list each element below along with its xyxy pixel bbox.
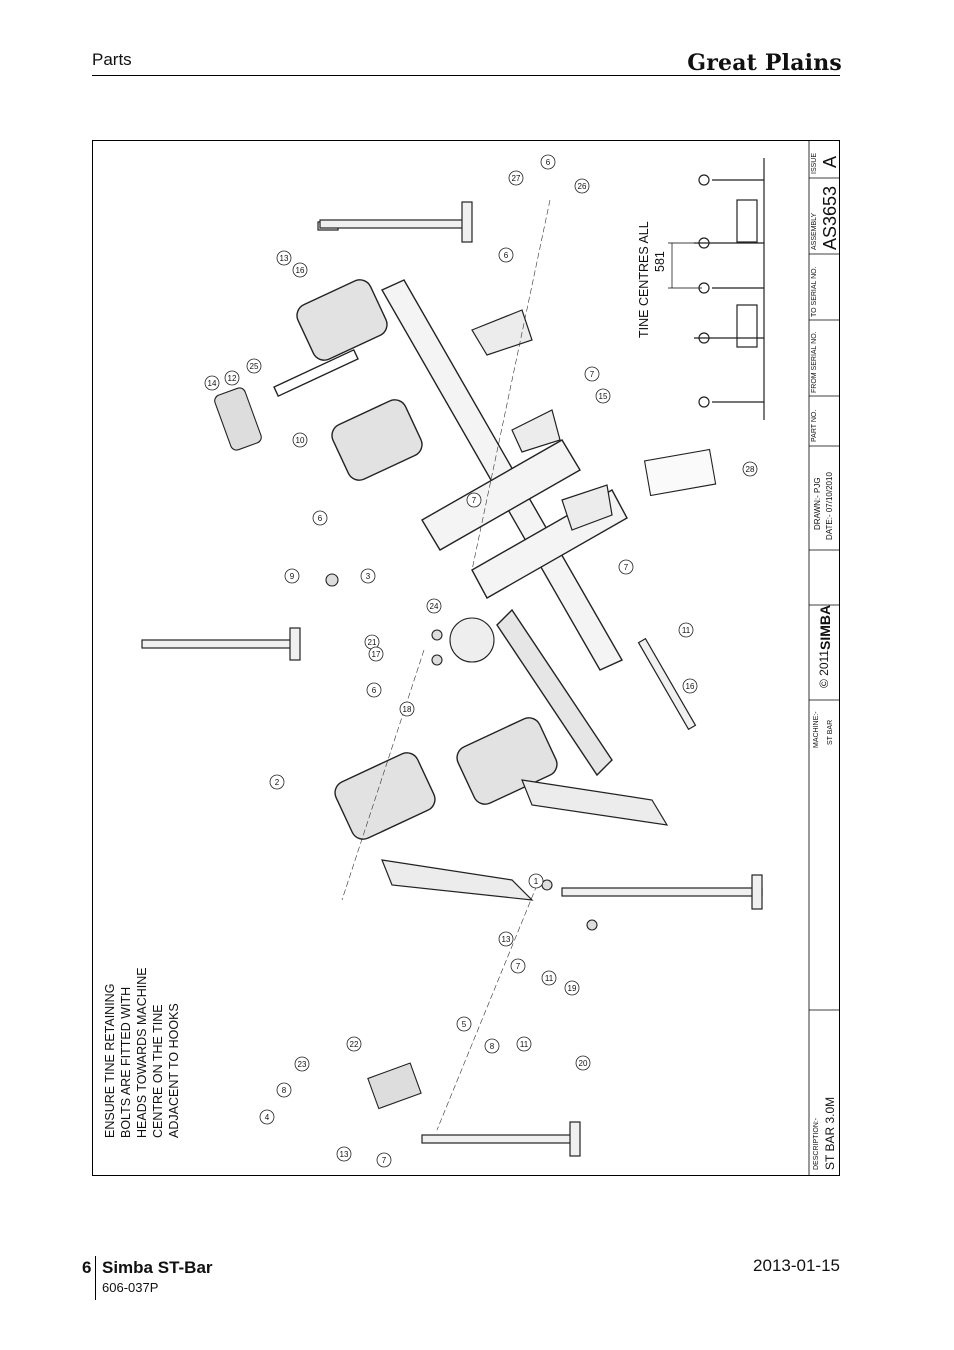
svg-text:18: 18 [403, 705, 412, 714]
svg-text:6: 6 [372, 686, 377, 695]
from-serial-label: FROM SERIAL NO. [811, 331, 818, 393]
svg-text:8: 8 [490, 1042, 495, 1051]
svg-text:7: 7 [590, 370, 595, 379]
issue-value: A [820, 156, 840, 168]
copyright: © 2011 [817, 650, 831, 688]
svg-text:25: 25 [250, 362, 259, 371]
tine-centres-dimension: TINE CENTRES ALL 581 [637, 221, 702, 338]
svg-text:6: 6 [546, 158, 551, 167]
page-number: 6 [82, 1258, 92, 1277]
tine-centres-value: 581 [653, 251, 667, 272]
document-title: Simba ST-Bar [102, 1258, 213, 1277]
svg-text:22: 22 [350, 1040, 359, 1049]
svg-text:1: 1 [534, 877, 539, 886]
legs [141, 201, 763, 1157]
assembly-value: AS3653 [820, 186, 840, 250]
svg-text:8: 8 [282, 1086, 287, 1095]
svg-text:13: 13 [280, 254, 289, 263]
note-line-3: HEADS TOWARDS MACHINE [135, 967, 149, 1138]
note-line-4: CENTRE ON THE TINE [151, 1004, 165, 1138]
svg-text:27: 27 [512, 174, 521, 183]
note-line-5: ADJACENT TO HOOKS [167, 1003, 181, 1138]
header-rule [92, 75, 840, 76]
svg-text:24: 24 [430, 602, 439, 611]
svg-text:9: 9 [290, 572, 295, 581]
tine-centres-label: TINE CENTRES ALL [637, 221, 651, 338]
drawing-date: DATE:- 07/10/2010 [825, 472, 834, 540]
simba-logo: SIMBA [817, 605, 833, 650]
callout-bubbles [204, 154, 758, 1168]
note-line-2: BOLTS ARE FITTED WITH [119, 987, 133, 1138]
svg-text:16: 16 [296, 266, 305, 275]
svg-text:15: 15 [599, 392, 608, 401]
assembly-note: ENSURE TINE RETAINING BOLTS ARE FITTED W… [103, 967, 181, 1138]
svg-text:17: 17 [372, 650, 381, 659]
svg-text:11: 11 [545, 974, 554, 983]
description-label: DESCRIPTION:- [813, 1117, 820, 1170]
svg-text:14: 14 [208, 379, 217, 388]
svg-text:7: 7 [516, 962, 521, 971]
hardware [214, 387, 717, 1110]
svg-text:19: 19 [568, 984, 577, 993]
svg-text:13: 13 [502, 935, 511, 944]
leader-lines [341, 199, 551, 1131]
svg-text:28: 28 [746, 465, 755, 474]
brand-logo: Great Plains [687, 50, 842, 76]
description-value: ST BAR 3.0M [823, 1097, 837, 1170]
frame-overview [694, 158, 765, 420]
svg-text:12: 12 [228, 374, 237, 383]
drawn-by: DRAWN:- PJG [813, 477, 822, 530]
to-serial-label: TO SERIAL NO. [811, 266, 818, 317]
document-date: 2013-01-15 [753, 1256, 840, 1275]
assembly-label: ASSEMBLY [811, 212, 818, 250]
note-line-1: ENSURE TINE RETAINING [103, 984, 117, 1138]
title-block-text: ISSUE A ASSEMBLY AS3653 TO SERIAL NO. FR… [811, 153, 840, 1170]
svg-text:5: 5 [462, 1020, 467, 1029]
svg-text:7: 7 [472, 496, 477, 505]
svg-text:10: 10 [296, 436, 305, 445]
title-block [808, 140, 840, 1176]
svg-text:4: 4 [265, 1113, 270, 1122]
svg-text:16: 16 [686, 682, 695, 691]
svg-text:7: 7 [624, 563, 629, 572]
svg-text:11: 11 [520, 1040, 529, 1049]
issue-label: ISSUE [811, 153, 818, 174]
svg-text:11: 11 [682, 626, 691, 635]
parts-drawing: ISSUE A ASSEMBLY AS3653 TO SERIAL NO. FR… [92, 140, 840, 1176]
svg-text:2: 2 [275, 778, 280, 787]
svg-text:6: 6 [318, 514, 323, 523]
document-code: 606-037P [102, 1280, 159, 1295]
svg-text:23: 23 [298, 1060, 307, 1069]
svg-text:7: 7 [382, 1156, 387, 1165]
svg-text:3: 3 [366, 572, 371, 581]
section-label: Parts [92, 50, 132, 69]
tine-housings [273, 279, 558, 840]
svg-text:13: 13 [340, 1150, 349, 1159]
main-frame [381, 279, 628, 777]
footer-divider [95, 1256, 96, 1300]
svg-text:21: 21 [368, 638, 377, 647]
machine-label: MACHINE:- [813, 711, 820, 748]
callout-numbers: 6 27 26 6 13 16 14 12 25 7 15 10 6 9 3 2… [208, 158, 755, 1165]
machine-value: ST BAR [827, 720, 834, 745]
tines [381, 309, 669, 901]
part-no-label: PART NO. [811, 410, 818, 442]
svg-text:6: 6 [504, 251, 509, 260]
svg-text:26: 26 [578, 182, 587, 191]
svg-text:20: 20 [579, 1059, 588, 1068]
